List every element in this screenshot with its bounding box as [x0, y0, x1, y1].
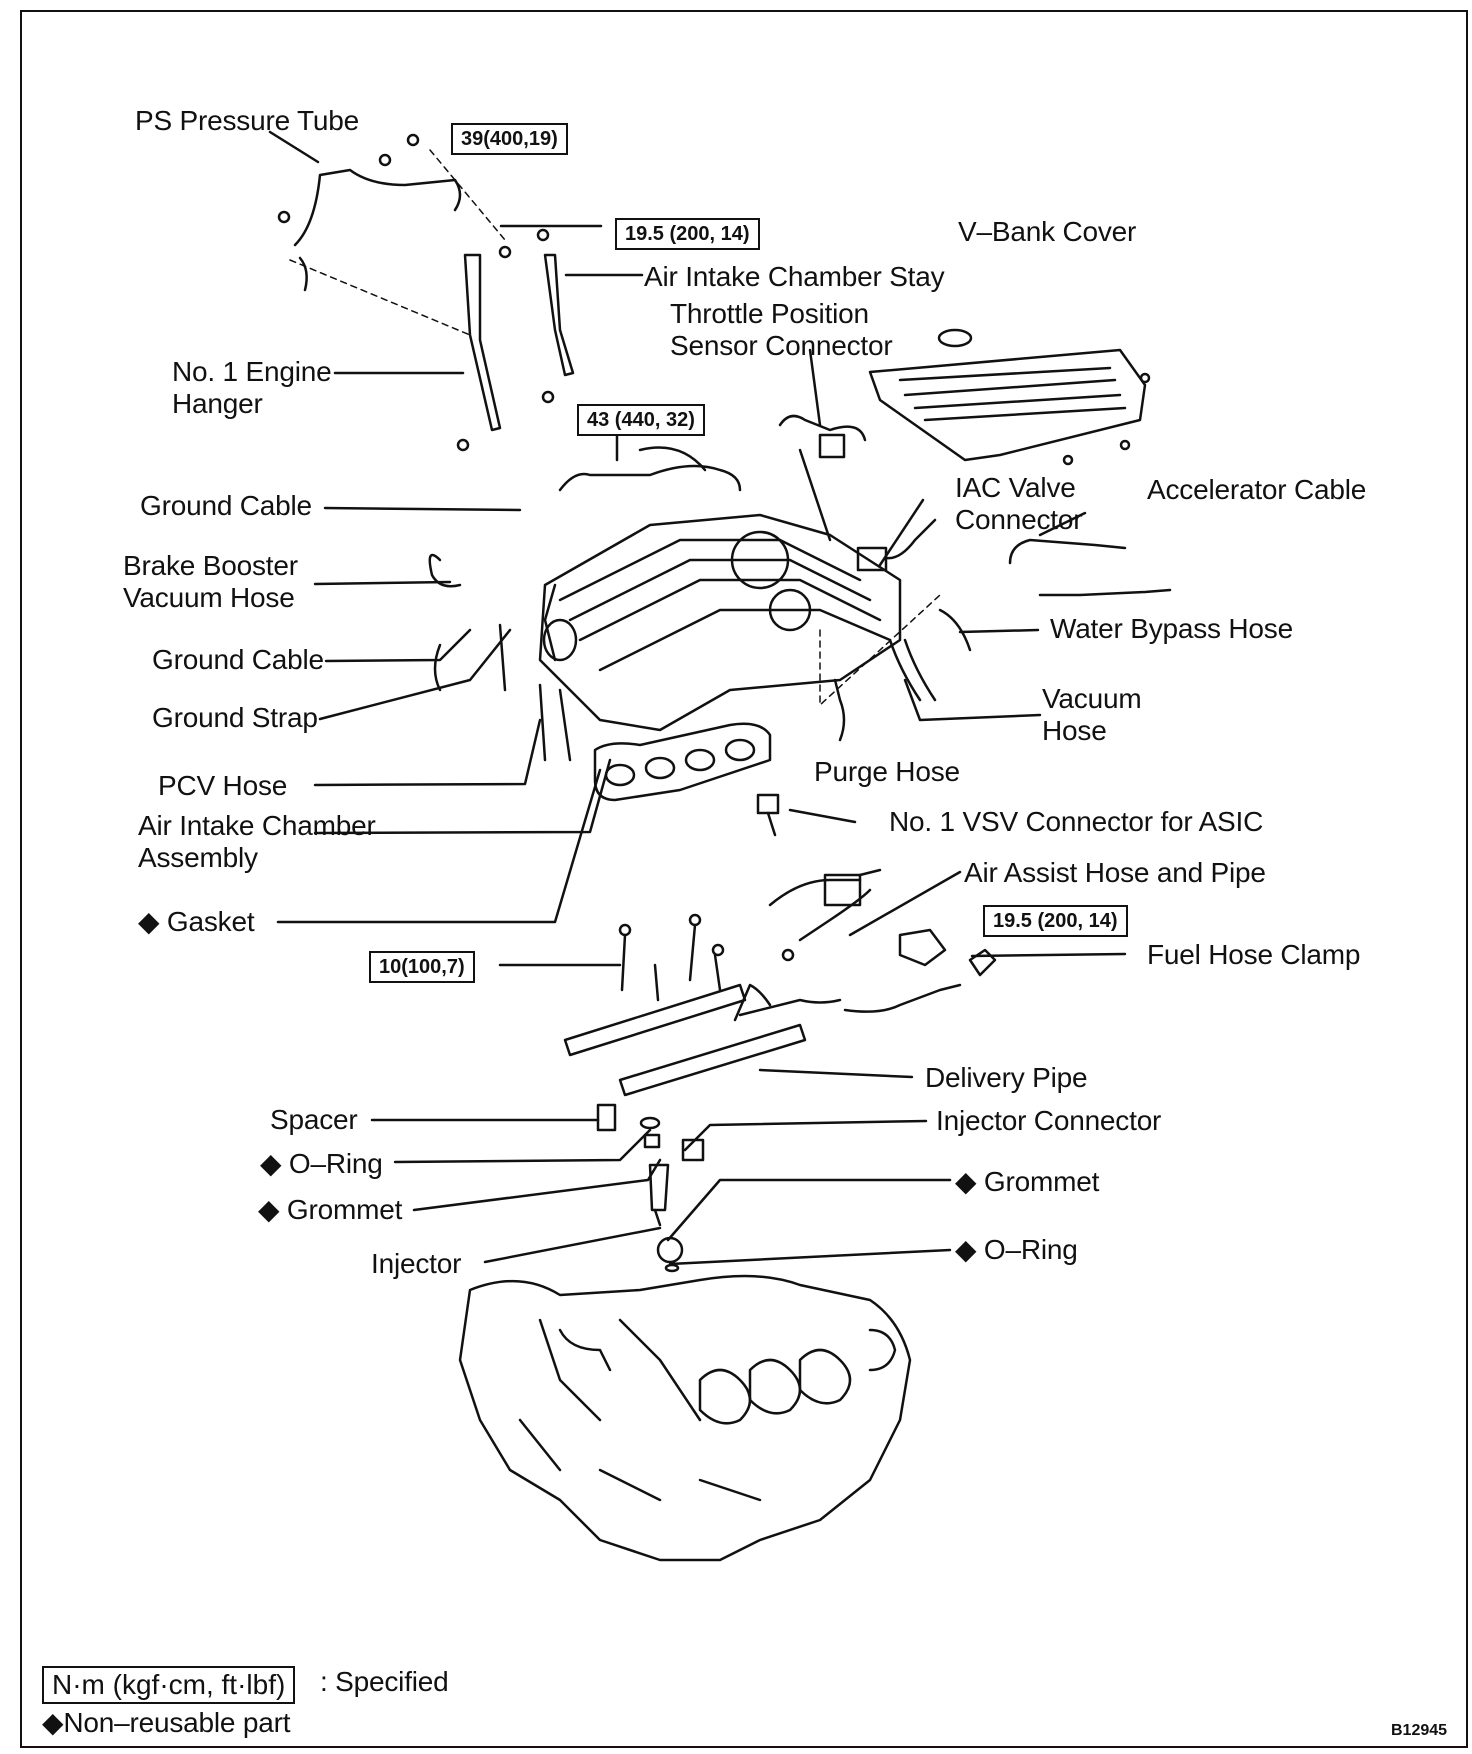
injector-label: Injector [371, 1248, 462, 1279]
torque-spec-box: 19.5 (200, 14) [615, 218, 760, 250]
no1-engine-hanger-label: No. 1 Engine Hanger [172, 356, 332, 419]
throttle-position-sensor-connector-label: Throttle Position Sensor Connector [670, 298, 893, 361]
legend-unit-box: N·m (kgf·cm, ft·lbf) [42, 1666, 296, 1704]
iac-valve-connector-label: IAC Valve Connector [955, 472, 1083, 535]
air-assist-hose-and-pipe-label: Air Assist Hose and Pipe [964, 857, 1266, 888]
grommet-label-left: ◆ Grommet [258, 1194, 403, 1225]
air-intake-chamber-assembly-label: Air Intake Chamber Assembly [138, 810, 376, 873]
purge-hose-label: Purge Hose [814, 756, 960, 787]
figure-code: B12945 [1391, 1722, 1448, 1739]
legend-non-reusable: ◆Non–reusable part [42, 1707, 291, 1738]
ground-cable-label-2: Ground Cable [152, 644, 324, 675]
ground-strap-label: Ground Strap [152, 702, 318, 733]
fuel-hose-clamp-label: Fuel Hose Clamp [1147, 939, 1361, 970]
accelerator-cable-label: Accelerator Cable [1147, 474, 1367, 505]
o-ring-label-left: ◆ O–Ring [260, 1148, 383, 1179]
torque-spec-box: 43 (440, 32) [577, 404, 705, 436]
legend-specified: : Specified [320, 1666, 449, 1697]
no1-vsv-connector-label: No. 1 VSV Connector for ASIC [889, 806, 1264, 837]
grommet-label-right: ◆ Grommet [955, 1166, 1100, 1197]
brake-booster-vacuum-hose-label: Brake Booster Vacuum Hose [123, 550, 298, 613]
water-bypass-hose-label: Water Bypass Hose [1050, 613, 1293, 644]
ground-cable-label-1: Ground Cable [140, 490, 312, 521]
spacer-label: Spacer [270, 1104, 358, 1135]
vacuum-hose-label: Vacuum Hose [1042, 683, 1142, 746]
injector-connector-label: Injector Connector [936, 1105, 1162, 1136]
v-bank-cover-label: V–Bank Cover [958, 216, 1137, 247]
torque-spec-box: 39(400,19) [451, 123, 568, 155]
pcv-hose-label: PCV Hose [158, 770, 288, 801]
torque-spec-box: 19.5 (200, 14) [983, 905, 1128, 937]
o-ring-label-right: ◆ O–Ring [955, 1234, 1078, 1265]
air-intake-chamber-stay-label: Air Intake Chamber Stay [644, 261, 945, 292]
gasket-label: ◆ Gasket [138, 906, 255, 937]
torque-spec-box: 10(100,7) [369, 951, 475, 983]
diagram-frame [20, 10, 1468, 1748]
ps-pressure-tube-label: PS Pressure Tube [135, 105, 360, 136]
delivery-pipe-label: Delivery Pipe [925, 1062, 1088, 1093]
